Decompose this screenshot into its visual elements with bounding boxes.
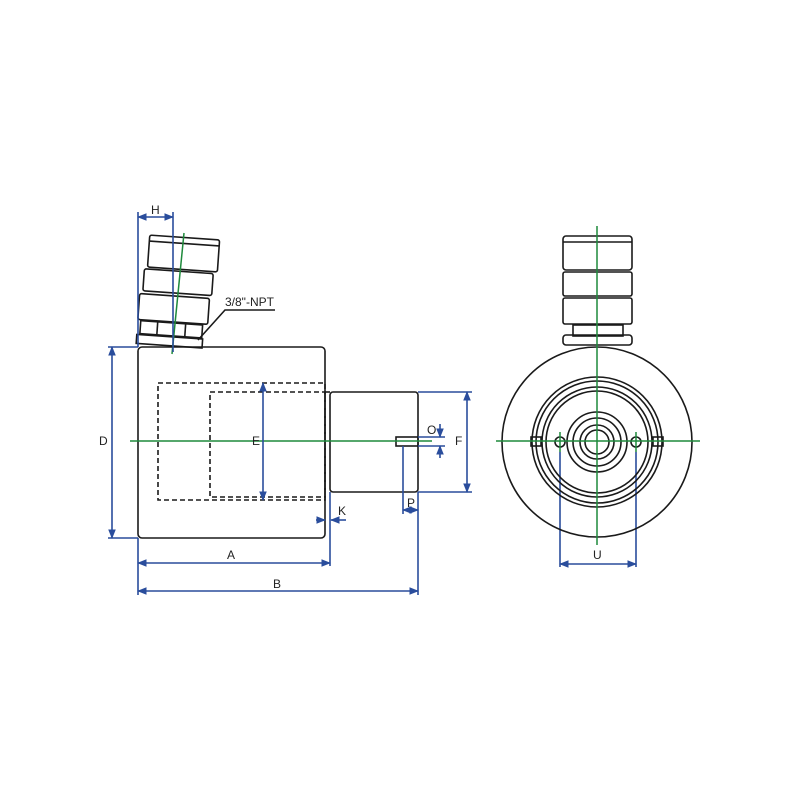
label-h: H — [151, 203, 160, 217]
front-view — [496, 226, 700, 545]
label-f: F — [455, 434, 462, 448]
label-p: P — [407, 496, 415, 510]
npt-leader — [197, 309, 275, 341]
npt-label: 3/8"-NPT — [225, 295, 275, 309]
piston-hidden — [209, 391, 326, 498]
label-e: E — [252, 434, 260, 448]
coupler-fitting — [135, 234, 221, 349]
dimensions: H D E F O K P A B U — [99, 203, 637, 595]
fitting-centerline — [171, 232, 185, 355]
side-view: 3/8"-NPT — [130, 232, 432, 539]
label-a: A — [227, 548, 235, 562]
label-o: O — [427, 423, 436, 437]
label-b: B — [273, 577, 281, 591]
label-u: U — [593, 548, 602, 562]
label-d: D — [99, 434, 108, 448]
plunger — [329, 391, 419, 493]
cylinder-body — [137, 346, 326, 539]
label-k: K — [338, 504, 346, 518]
